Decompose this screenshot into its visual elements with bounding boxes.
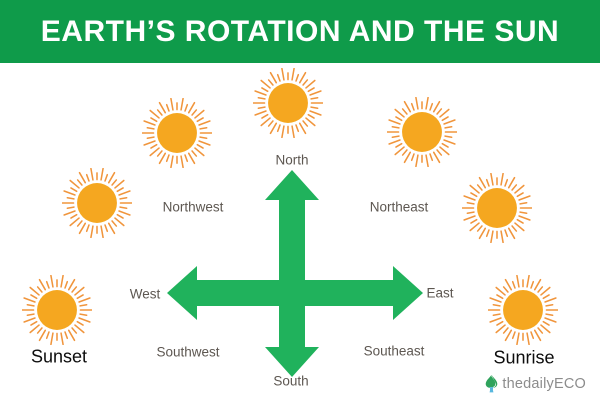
compass-label-northwest: Northwest [162,199,224,215]
brand-text: thedailyECO [502,376,586,392]
compass-label-north: North [275,152,309,168]
compass-label-east: East [426,285,454,301]
west-east-arrow [167,266,423,320]
compass-label-south: South [273,373,309,389]
compass-label-southeast: Southeast [363,343,425,359]
header-bar: EARTH’S ROTATION AND THE SUN [0,0,600,63]
sun-icon [62,168,132,238]
sun-icon [253,68,323,138]
sun-icon [142,98,212,168]
sunset-label: Sunset [30,346,88,367]
sun-icon [462,173,532,243]
compass-label-northeast: Northeast [369,199,429,215]
sun-icon-sunset [22,275,92,345]
north-south-arrow [265,170,319,377]
compass-label-west: West [129,286,161,302]
page-title: EARTH’S ROTATION AND THE SUN [40,14,560,48]
tree-icon [486,375,498,393]
compass-label-southwest: Southwest [156,344,220,360]
sunrise-label: Sunrise [493,347,555,368]
sun-icon [387,97,457,167]
brand-logo: thedailyECO [485,374,586,394]
sun-icon-sunrise [488,275,558,345]
